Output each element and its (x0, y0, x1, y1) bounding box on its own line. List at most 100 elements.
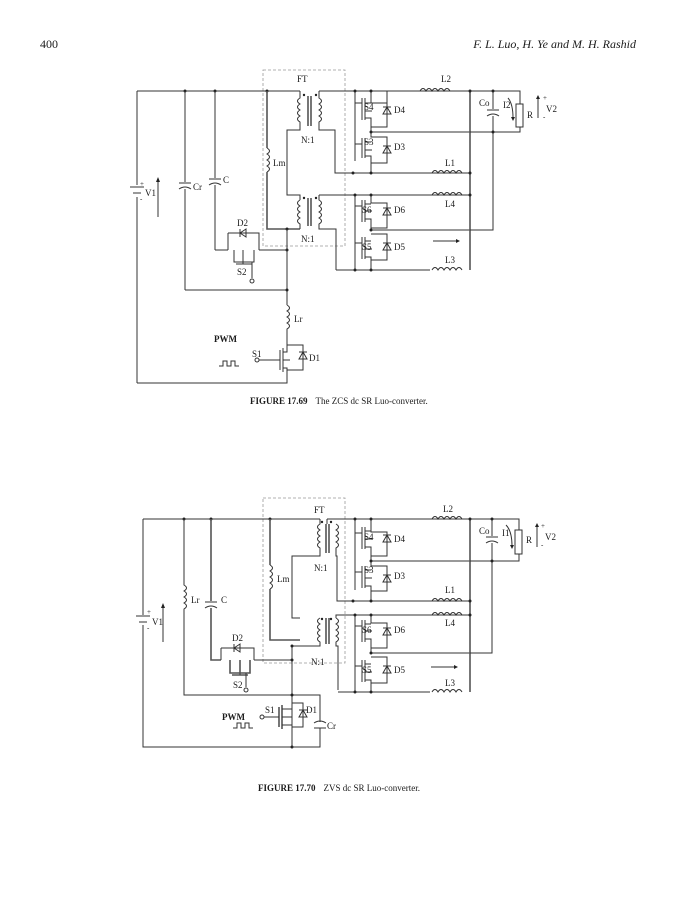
capacitor-cr-icon (178, 182, 192, 190)
label-d6: D6 (394, 625, 405, 635)
diode-d2-icon (233, 643, 241, 653)
running-head-authors: F. L. Luo, H. Ye and M. H. Rashid (473, 37, 636, 51)
switch-s5-icon (361, 660, 372, 692)
capacitor-c-icon (208, 178, 222, 186)
label-v1: V1 (152, 617, 163, 627)
transformer-top-secondary-icon (335, 523, 470, 602)
inductor-l4-icon (431, 612, 463, 616)
switch-s5-icon (361, 237, 372, 270)
svg-text:+: + (543, 94, 547, 102)
capacitor-c-icon (204, 601, 218, 609)
switch-s3-icon (361, 138, 372, 173)
transformer-bottom-secondary-icon (335, 617, 339, 690)
label-ratio-top: N:1 (301, 135, 315, 145)
diode-d4-icon (371, 533, 392, 557)
schematic-zcs: FT + - V1 Cr C Lm N:1 N:1 D2 S2 Lr (130, 69, 557, 384)
label-s2: S2 (233, 680, 243, 690)
figure-caption-text: ZVS dc SR Luo-converter. (323, 783, 420, 793)
label-v2: V2 (546, 104, 557, 114)
switch-s2-icon (233, 250, 255, 265)
label-c: C (223, 175, 229, 185)
label-co: Co (479, 526, 490, 536)
label-pwm: PWM (214, 334, 237, 344)
figure-17-70: FT + - V1 Lr C Lm N:1 N:1 D2 S2 D1 S1 PW… (0, 420, 696, 820)
label-ft: FT (314, 505, 325, 515)
switch-s1-icon (278, 705, 283, 729)
inductor-lr-icon (183, 519, 321, 720)
transformer-box (262, 497, 346, 664)
label-s4: S4 (364, 532, 374, 542)
diode-d1-icon (292, 702, 308, 728)
inductor-l1-icon (431, 170, 463, 174)
label-s1: S1 (252, 349, 262, 359)
diode-d5-icon (371, 241, 392, 261)
label-s6: S6 (362, 205, 372, 215)
svg-text:+: + (140, 180, 144, 188)
label-d5: D5 (394, 242, 405, 252)
label-ft: FT (297, 74, 308, 84)
svg-text:-: - (147, 624, 150, 632)
label-l3: L3 (445, 678, 455, 688)
label-co: Co (479, 98, 490, 108)
label-lr: Lr (191, 595, 200, 605)
current-arrow-icon (505, 524, 513, 547)
figure-label: FIGURE 17.69 (250, 396, 308, 406)
label-l1: L1 (445, 158, 455, 168)
switch-s6-icon (355, 200, 372, 229)
battery-icon (136, 615, 150, 623)
transformer-top-primary-icon (286, 91, 301, 200)
label-s3: S3 (364, 137, 374, 147)
battery-icon (130, 186, 144, 194)
label-s4: S4 (364, 102, 374, 112)
inductor-l1-icon (431, 598, 463, 602)
label-r: R (526, 535, 532, 545)
diode-d2-icon (239, 228, 247, 238)
label-d2: D2 (232, 633, 243, 643)
inductor-l3-icon (431, 689, 463, 693)
inductor-l2-icon (431, 516, 463, 520)
transformer-top-secondary-icon (318, 91, 470, 174)
label-d2: D2 (237, 218, 248, 228)
transformer-top-primary-icon (291, 519, 321, 619)
figure-17-69: FT + - V1 Cr C Lm N:1 N:1 D2 S2 Lr (0, 0, 696, 420)
transformer-bottom-primary-icon (297, 199, 301, 229)
diode-d3-icon (371, 144, 392, 164)
capacitor-cr-icon (292, 720, 327, 748)
label-i2: I2 (503, 100, 511, 110)
label-d1: D1 (309, 353, 320, 363)
diode-d6-icon (371, 206, 392, 229)
label-s1: S1 (265, 705, 275, 715)
page-number: 400 (40, 37, 58, 51)
inductor-lm-icon (266, 147, 270, 173)
label-lr: Lr (294, 314, 303, 324)
pwm-waveform-icon (219, 360, 239, 367)
label-ratio-bottom: N:1 (311, 657, 325, 667)
label-l2: L2 (443, 504, 453, 514)
label-d6: D6 (394, 205, 405, 215)
svg-text:-: - (543, 113, 546, 121)
diode-d4-icon (371, 105, 392, 128)
label-s5: S5 (362, 665, 372, 675)
label-lm: Lm (273, 158, 286, 168)
label-l4: L4 (445, 618, 455, 628)
svg-text:+: + (147, 608, 151, 616)
svg-text:-: - (140, 195, 143, 203)
label-ratio-top: N:1 (314, 563, 328, 573)
label-ratio-bottom: N:1 (301, 234, 315, 244)
label-s5: S5 (362, 242, 372, 252)
label-pwm: PWM (222, 712, 245, 722)
inductor-l4-icon (431, 192, 463, 196)
switch-s4-icon (355, 527, 372, 556)
switch-s1-icon (137, 345, 290, 384)
capacitor-co-icon (486, 109, 500, 117)
switch-s3-icon (361, 566, 372, 601)
resistor-r-icon (515, 103, 524, 128)
label-cr: Cr (327, 721, 336, 731)
inductor-lm-icon (269, 564, 273, 590)
label-d3: D3 (394, 142, 405, 152)
switch-s4-icon (355, 98, 372, 127)
switch-s6-icon (355, 620, 372, 649)
switch-s2-icon (229, 660, 251, 676)
